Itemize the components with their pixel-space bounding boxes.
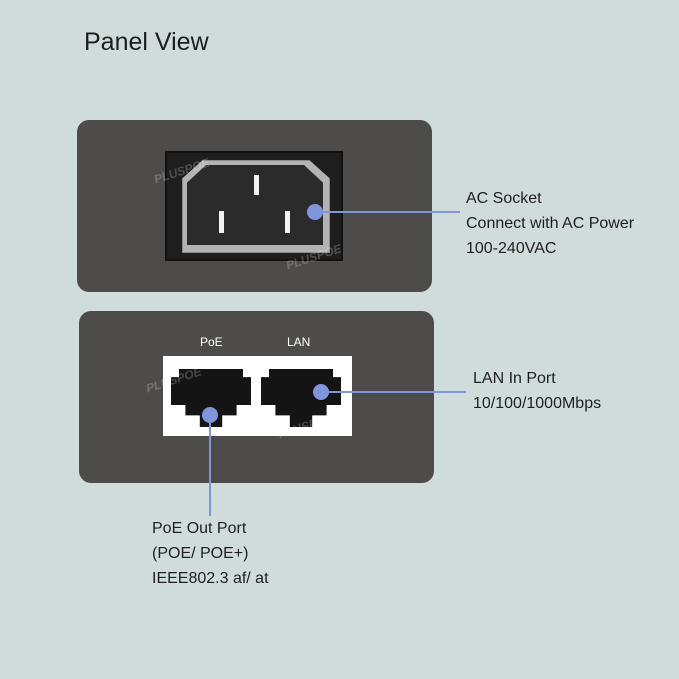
poe-out-ieee: IEEE802.3 af/ at <box>152 570 269 587</box>
poe-port-label: PoE <box>200 335 223 349</box>
ac-socket-marker <box>307 204 323 220</box>
lan-in-speed: 10/100/1000Mbps <box>473 395 602 412</box>
lan-port-label: LAN <box>287 335 311 349</box>
ac-socket <box>165 151 343 261</box>
lan-in-name: LAN In Port <box>473 370 556 387</box>
poe-port-leader-line <box>209 422 211 516</box>
ac-pin-live <box>219 211 224 233</box>
lan-port-leader-line <box>328 391 466 393</box>
lan-port-marker <box>313 384 329 400</box>
port-panel: PoE LAN PLUSPOE PLUSPOE <box>79 311 434 483</box>
ac-socket-callout: AC Socket Connect with AC Power 100-240V… <box>466 186 634 261</box>
poe-out-name: PoE Out Port <box>152 520 247 537</box>
ac-socket-voltage: 100-240VAC <box>466 240 557 257</box>
lan-in-callout: LAN In Port 10/100/1000Mbps <box>473 366 601 416</box>
ac-panel: PLUSPOE PLUSPOE <box>77 120 432 292</box>
ac-socket-desc: Connect with AC Power <box>466 215 635 232</box>
ac-socket-leader-line <box>322 211 460 213</box>
page-title: Panel View <box>84 28 209 56</box>
poe-out-standard: (POE/ POE+) <box>152 545 249 562</box>
poe-out-callout: PoE Out Port (POE/ POE+) IEEE802.3 af/ a… <box>152 516 269 591</box>
ac-pin-earth <box>254 175 259 195</box>
poe-port-marker <box>202 407 218 423</box>
ac-socket-name: AC Socket <box>466 190 542 207</box>
ac-pin-neutral <box>285 211 290 233</box>
